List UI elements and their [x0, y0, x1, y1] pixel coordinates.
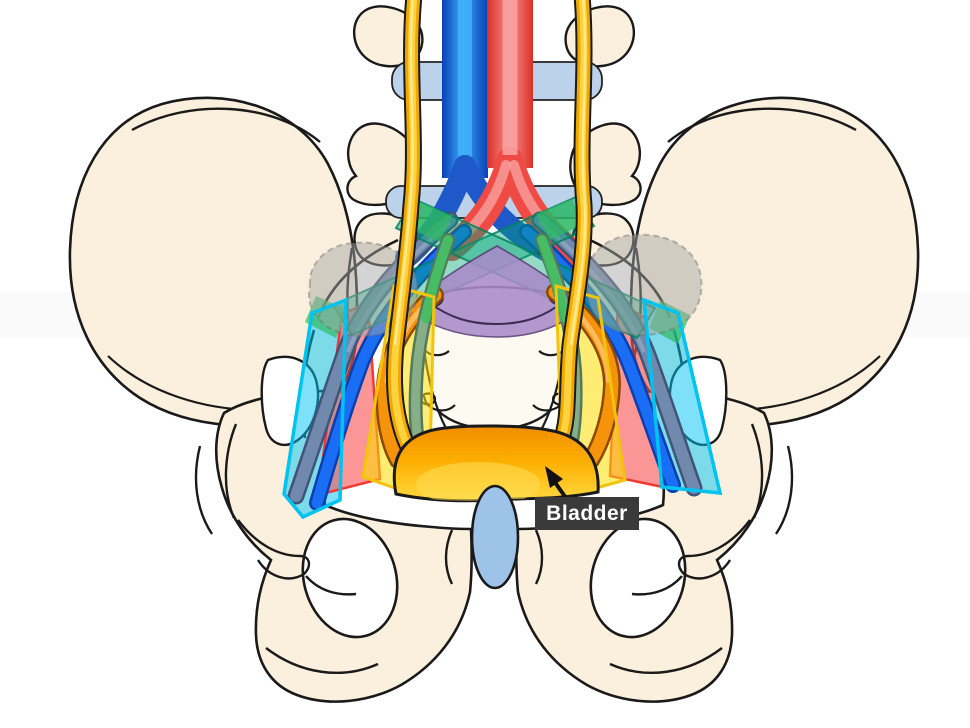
- green-marker-brim-left: [305, 296, 348, 338]
- bladder-arrow: [545, 466, 568, 500]
- pubic-detail-right: [534, 529, 544, 585]
- iliac-artery-left: [309, 224, 472, 511]
- cyan-border-right: [641, 297, 723, 495]
- green-marker-top-right: [536, 199, 584, 240]
- cyan-border-left: [282, 297, 348, 520]
- bladder-label: Bladder: [535, 497, 639, 530]
- pubic-symphysis: [470, 484, 520, 590]
- green-marker-brim-right: [649, 300, 690, 344]
- pubic-detail-left: [444, 529, 454, 585]
